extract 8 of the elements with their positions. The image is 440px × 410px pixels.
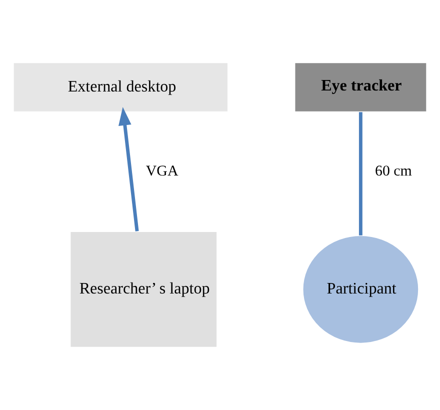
arrow	[118, 106, 139, 232]
connector	[358, 112, 362, 236]
node-circle: Participant	[302, 234, 420, 344]
edge-label: 60 cm	[375, 164, 412, 180]
node-box: Eye tracker	[294, 62, 428, 113]
node-box: External desktop	[12, 62, 229, 113]
edge-label: VGA	[146, 164, 178, 180]
node-box: Researcher’ s laptop	[70, 230, 218, 348]
